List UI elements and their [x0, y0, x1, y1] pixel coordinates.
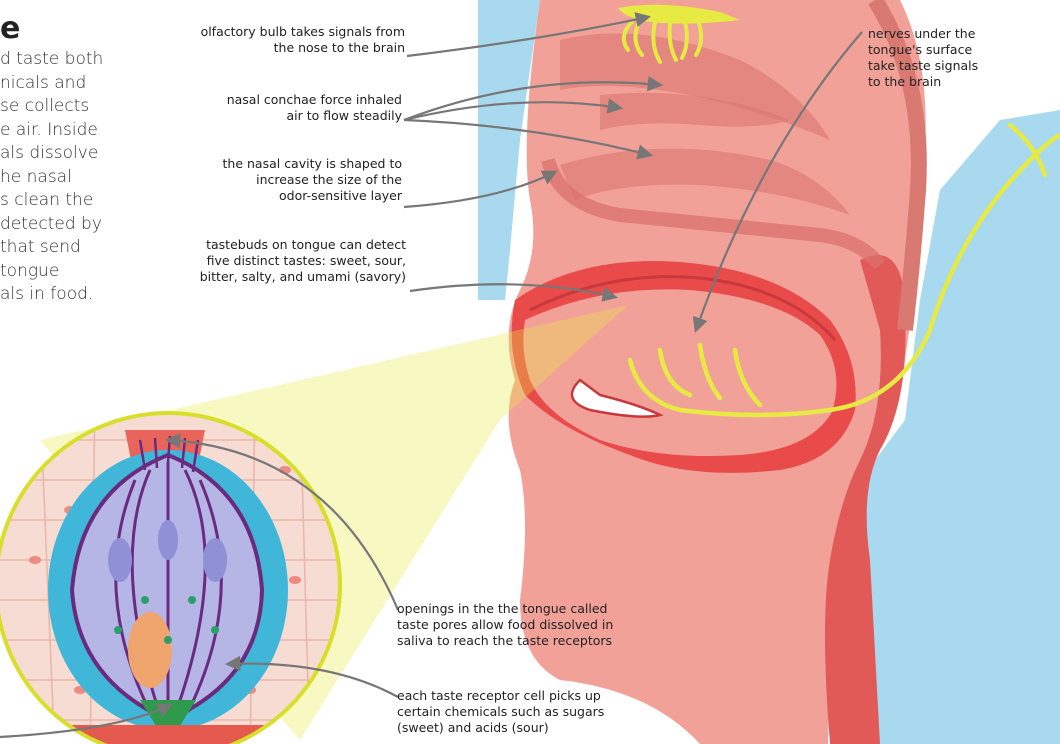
intro-line: se collects [0, 95, 150, 119]
label-line: odor-sensitive layer [223, 188, 403, 204]
intro-line: nicals and [0, 72, 150, 96]
intro-line: tongue [0, 260, 150, 284]
intro-line: he nasal [0, 166, 150, 190]
label-line: taste pores allow food dissolved in [397, 617, 613, 633]
label-line: air to flow steadily [227, 108, 402, 124]
intro-text: e d taste both nicals and se collects e … [0, 12, 150, 307]
intro-line: s clean the [0, 189, 150, 213]
label-olfactory-bulb: olfactory bulb takes signals from the no… [201, 24, 405, 56]
intro-title: e [0, 12, 150, 46]
label-line: each taste receptor cell picks up [397, 688, 604, 704]
label-line: nasal conchae force inhaled [227, 92, 402, 108]
label-line: bitter, salty, and umami (savory) [200, 269, 406, 285]
intro-line: d taste both [0, 48, 150, 72]
basal-cell [128, 612, 172, 688]
label-line: tongue's surface [868, 42, 978, 58]
label-nasal-conchae: nasal conchae force inhaled air to flow … [227, 92, 402, 124]
label-line: (sweet) and acids (sour) [397, 720, 604, 736]
label-line: increase the size of the [223, 172, 403, 188]
label-tastebuds: tastebuds on tongue can detect five dist… [200, 237, 406, 285]
label-line: to the brain [868, 74, 978, 90]
label-taste-pores: openings in the the tongue called taste … [397, 601, 613, 649]
intro-line: e air. Inside [0, 119, 150, 143]
label-line: nerves under the [868, 26, 978, 42]
intro-line: als dissolve [0, 142, 150, 166]
intro-line: that send [0, 236, 150, 260]
label-line: take taste signals [868, 58, 978, 74]
label-nasal-cavity: the nasal cavity is shaped to increase t… [223, 156, 403, 204]
label-nerves: nerves under the tongue's surface take t… [868, 26, 978, 90]
label-line: certain chemicals such as sugars [397, 704, 604, 720]
label-line: the nose to the brain [201, 40, 405, 56]
label-line: tastebuds on tongue can detect [200, 237, 406, 253]
label-taste-receptor: each taste receptor cell picks up certai… [397, 688, 604, 736]
label-line: the nasal cavity is shaped to [223, 156, 403, 172]
intro-line: als in food. [0, 283, 150, 307]
label-line: olfactory bulb takes signals from [201, 24, 405, 40]
label-line: openings in the the tongue called [397, 601, 613, 617]
label-line: five distinct tastes: sweet, sour, [200, 253, 406, 269]
label-line: saliva to reach the taste receptors [397, 633, 613, 649]
intro-line: detected by [0, 213, 150, 237]
